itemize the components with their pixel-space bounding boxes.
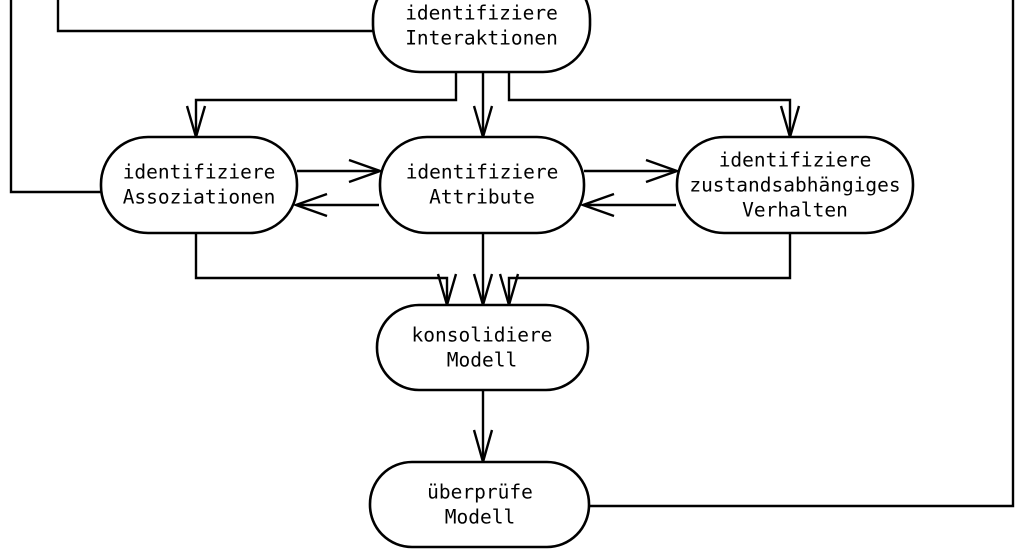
node-label-interaktionen-line1: identifiziere: [405, 2, 558, 25]
node-label-attribute-line2: Attribute: [429, 186, 535, 209]
arrowhead-attribute-to-verhalten: [645, 158, 681, 184]
node-ueberpruefe-modell[interactable]: überprüfe Modell: [368, 460, 591, 549]
node-identifiziere-attribute[interactable]: identifiziere Attribute: [378, 135, 586, 235]
arrowhead-verhalten-to-attribute: [579, 192, 615, 218]
node-label-attribute-line1: identifiziere: [406, 161, 559, 184]
node-shape-ueberpruefe-modell: [368, 460, 591, 549]
node-shape-konsolidiere-modell: [375, 303, 590, 392]
node-label-assoziationen-line1: identifiziere: [123, 161, 276, 184]
node-label-interaktionen-line2: Interaktionen: [405, 27, 558, 50]
node-label-verhalten-line3: Verhalten: [742, 199, 848, 222]
edge-interaktionen-to-verhalten: [507, 73, 792, 136]
edge-ueberpruefe-feedback-right: [589, 0, 1015, 508]
node-shape-assoziationen: [99, 135, 299, 235]
node-label-konsolidiere-line1: konsolidiere: [412, 324, 553, 347]
node-identifiziere-zustandsabhaengiges-verhalten[interactable]: identifiziere zustandsabhängiges Verhalt…: [675, 135, 915, 235]
node-shape-verhalten: [675, 135, 915, 235]
node-identifiziere-assoziationen[interactable]: identifiziere Assoziationen: [99, 135, 299, 235]
arrowhead-attribute-to-assoziationen: [292, 192, 328, 218]
node-label-verhalten-line1: identifiziere: [719, 149, 872, 172]
node-shape-attribute: [378, 135, 586, 235]
arrowhead-assoziationen-to-attribute: [348, 158, 384, 184]
node-shape-interaktionen: [371, 0, 592, 74]
node-label-verhalten-line2: zustandsabhängiges: [689, 174, 900, 197]
edge-interaktionen-to-assoziationen: [194, 73, 458, 136]
edge-layer: [9, 0, 1015, 508]
node-label-konsolidiere-line2: Modell: [447, 349, 517, 372]
edge-interaktionen-feedback-left: [56, 0, 373, 33]
node-label-ueberpruefe-line1: überprüfe: [427, 481, 533, 504]
edge-assoziationen-to-konsolidiere: [194, 233, 449, 304]
edge-verhalten-to-konsolidiere: [507, 233, 792, 304]
node-identifiziere-interaktionen[interactable]: identifiziere Interaktionen: [371, 0, 592, 74]
node-konsolidiere-modell[interactable]: konsolidiere Modell: [375, 303, 590, 392]
node-label-ueberpruefe-line2: Modell: [445, 506, 515, 529]
node-label-assoziationen-line2: Assoziationen: [123, 186, 276, 209]
edge-assoziationen-feedback-left: [9, 0, 101, 194]
